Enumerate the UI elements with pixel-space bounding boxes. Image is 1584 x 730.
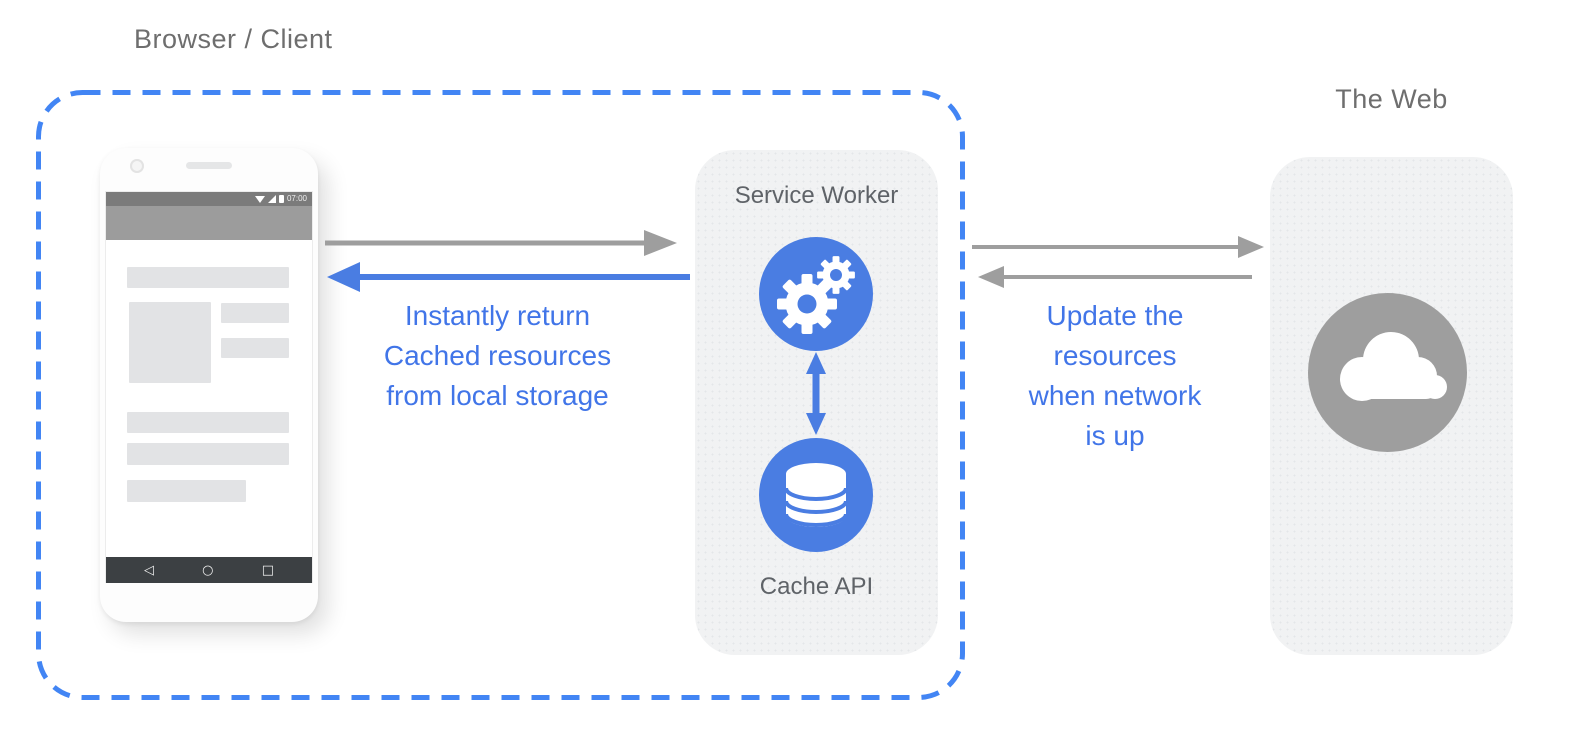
phone-status-bar: 07:00 bbox=[106, 192, 312, 206]
instant-return-annotation: Instantly return Cached resources from l… bbox=[330, 296, 665, 416]
cloud-icon bbox=[1340, 332, 1447, 401]
content-placeholder bbox=[221, 303, 289, 323]
database-icon bbox=[784, 463, 848, 527]
service-worker-panel: Service Worker bbox=[695, 150, 938, 655]
status-time: 07:00 bbox=[286, 194, 307, 203]
service-worker-circle bbox=[759, 237, 873, 351]
content-placeholder bbox=[129, 302, 211, 383]
signal-icon bbox=[267, 195, 276, 203]
content-placeholder bbox=[127, 412, 289, 433]
phone-app-bar bbox=[106, 206, 312, 240]
phone-speaker-icon bbox=[186, 162, 232, 169]
annotation-line: is up bbox=[1085, 420, 1145, 451]
service-worker-label: Service Worker bbox=[734, 182, 899, 209]
update-resources-annotation: Update the resources when network is up bbox=[975, 296, 1255, 456]
wifi-icon bbox=[254, 195, 265, 203]
recent-apps-icon: □ bbox=[261, 562, 274, 578]
the-web-panel bbox=[1270, 157, 1513, 655]
annotation-line: from local storage bbox=[386, 380, 609, 411]
network-request-arrow bbox=[972, 236, 1264, 258]
network-response-arrow bbox=[978, 266, 1252, 288]
cache-api-label: Cache API bbox=[759, 573, 874, 600]
annotation-line: Instantly return bbox=[404, 300, 591, 331]
request-arrow bbox=[325, 230, 677, 256]
back-icon: ◁ bbox=[144, 562, 154, 578]
phone-camera-icon bbox=[130, 159, 144, 173]
content-placeholder bbox=[127, 480, 246, 502]
phone-nav-bar: ◁ ○ □ bbox=[106, 557, 312, 583]
phone-mockup: 07:00 ◁ ○ □ bbox=[100, 148, 318, 622]
content-placeholder bbox=[221, 338, 289, 358]
annotation-line: Update the bbox=[1046, 300, 1184, 331]
web-circle bbox=[1308, 293, 1467, 452]
annotation-line: Cached resources bbox=[383, 340, 612, 371]
annotation-line: when network bbox=[1028, 380, 1202, 411]
cache-api-circle bbox=[759, 438, 873, 552]
home-icon: ○ bbox=[202, 562, 214, 578]
annotation-line: resources bbox=[1053, 340, 1177, 371]
gears-icon bbox=[777, 256, 855, 334]
battery-icon bbox=[278, 195, 284, 203]
browser-client-title: Browser / Client bbox=[134, 24, 333, 54]
phone-screen: 07:00 ◁ ○ □ bbox=[106, 192, 312, 583]
content-placeholder bbox=[127, 443, 289, 465]
the-web-title: The Web bbox=[1335, 84, 1448, 114]
cached-response-arrow bbox=[327, 262, 690, 292]
content-placeholder bbox=[127, 267, 289, 288]
